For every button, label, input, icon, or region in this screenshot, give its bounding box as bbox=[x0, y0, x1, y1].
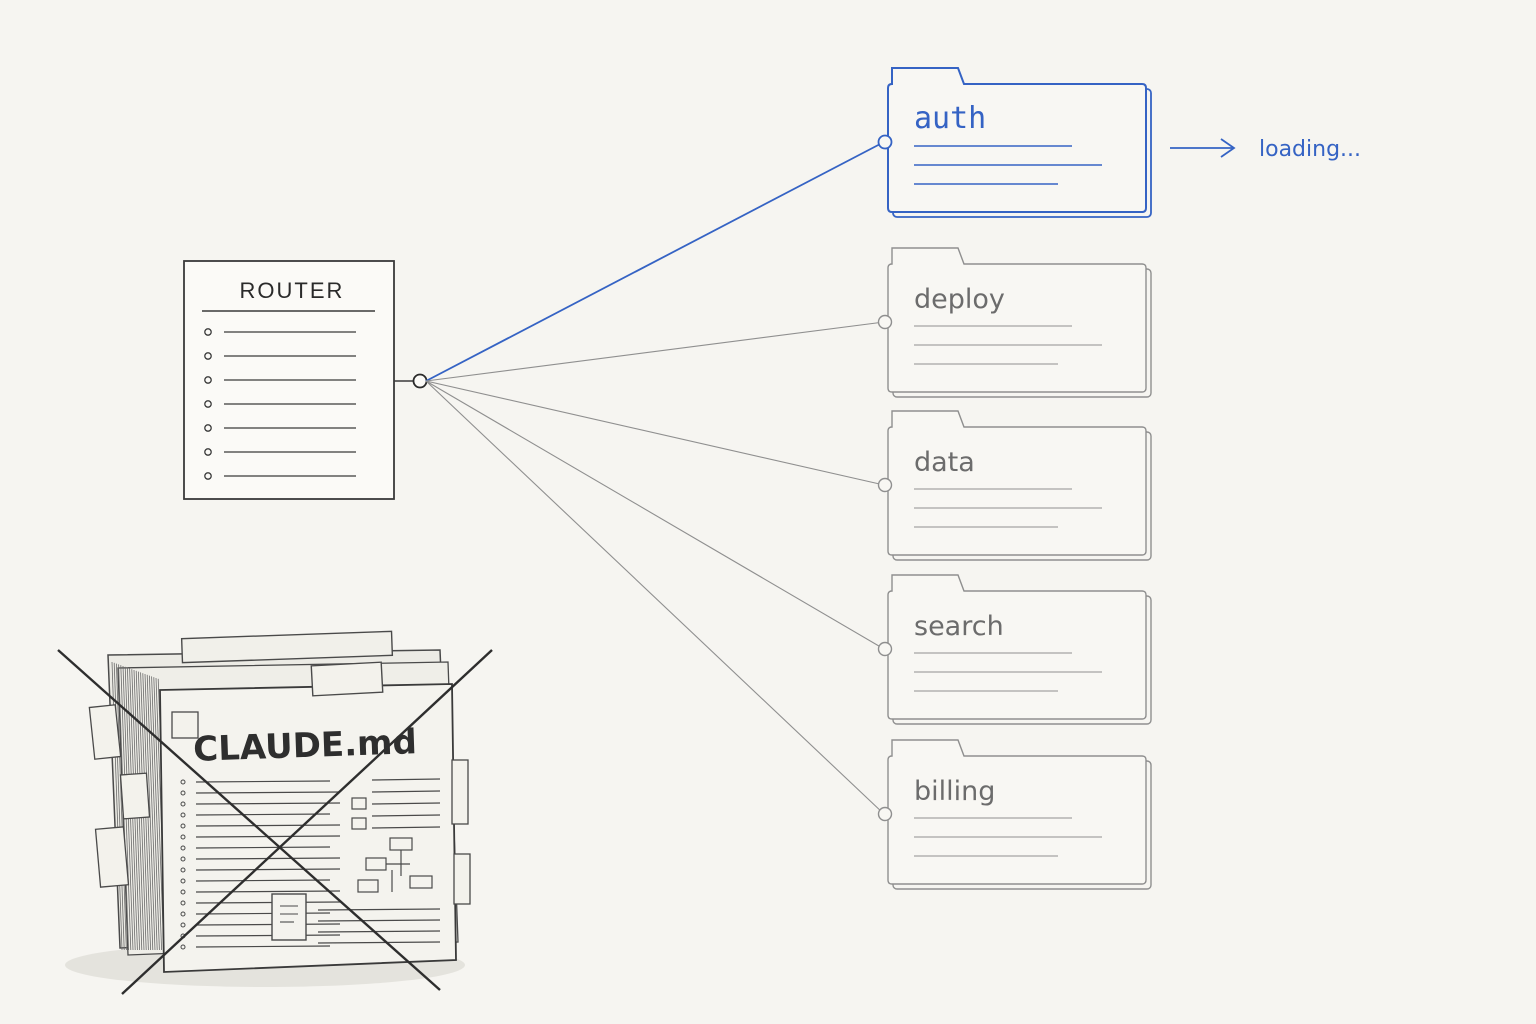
sticky-note-left-1 bbox=[88, 704, 122, 760]
sticky-note-small bbox=[171, 711, 199, 739]
status-indicator: loading... bbox=[1170, 137, 1361, 162]
module-folders: auth deploy data search billing bbox=[877, 67, 1152, 890]
monolith-bullet bbox=[180, 801, 186, 807]
connector-billing bbox=[425, 380, 885, 815]
router-output-port[interactable] bbox=[412, 373, 428, 389]
monolith-bullet bbox=[180, 779, 186, 785]
monolith-text-line bbox=[371, 778, 441, 781]
monolith-text-line bbox=[317, 908, 441, 911]
folder-label: billing bbox=[914, 776, 995, 807]
page-edge-line bbox=[144, 673, 156, 951]
page-edge-line bbox=[116, 663, 127, 951]
monolith-text-line bbox=[195, 846, 331, 849]
monolith-text-line bbox=[195, 813, 331, 816]
router-list-bullet bbox=[204, 376, 212, 384]
folder-billing[interactable]: billing bbox=[877, 739, 1152, 890]
folder-input-port[interactable] bbox=[877, 477, 893, 493]
monolith-top-tab bbox=[180, 630, 394, 664]
page-edge-line bbox=[149, 675, 160, 951]
monolith-bullet bbox=[180, 856, 186, 862]
folder-deploy[interactable]: deploy bbox=[877, 247, 1152, 398]
monolith-bullet bbox=[180, 900, 186, 906]
folder-icon bbox=[887, 410, 1147, 556]
monolith-title: CLAUDE.md bbox=[193, 722, 418, 770]
monolith-text-line bbox=[195, 879, 331, 882]
folder-icon bbox=[887, 67, 1147, 213]
monolith-bullet bbox=[180, 889, 186, 895]
router-title: ROUTER bbox=[240, 278, 345, 303]
monolith-bullet bbox=[180, 878, 186, 884]
monolith-text-line bbox=[371, 814, 441, 817]
cross-out-stroke-2 bbox=[121, 649, 493, 995]
router-list-bullet bbox=[204, 424, 212, 432]
router-list-bullet bbox=[204, 400, 212, 408]
folder-label: data bbox=[914, 447, 975, 478]
arrow-right-icon bbox=[1220, 138, 1236, 158]
folder-input-port[interactable] bbox=[877, 806, 893, 822]
monolith-text-line bbox=[317, 930, 441, 933]
folder-label: deploy bbox=[914, 284, 1005, 315]
folder-data[interactable]: data bbox=[877, 410, 1152, 561]
page-edge-line bbox=[151, 676, 162, 951]
folder-label: search bbox=[914, 611, 1004, 642]
sticky-note-right-2 bbox=[453, 853, 471, 905]
monolith-bullet bbox=[180, 922, 186, 928]
monolith-text-line bbox=[371, 790, 441, 793]
folder-input-port[interactable] bbox=[877, 641, 893, 657]
connector-data bbox=[425, 380, 885, 486]
monolith-text-line bbox=[195, 912, 331, 915]
router-list-bullet bbox=[204, 352, 212, 360]
folder-input-port[interactable] bbox=[877, 134, 893, 150]
monolith-text-line bbox=[195, 945, 331, 948]
document-icon bbox=[271, 893, 307, 941]
monolith-bullet bbox=[180, 790, 186, 796]
sticky-note-left-2 bbox=[119, 772, 151, 820]
monolith-text-line bbox=[371, 826, 441, 829]
folder-label: auth bbox=[914, 101, 986, 136]
status-text: loading... bbox=[1259, 137, 1361, 162]
connectors bbox=[425, 141, 885, 815]
monolith-bullet bbox=[180, 834, 186, 840]
folder-icon bbox=[887, 574, 1147, 720]
monolith-text-line bbox=[195, 780, 331, 783]
sticky-note-top bbox=[310, 661, 384, 697]
page-edge-line bbox=[146, 674, 158, 951]
router-list-bullet bbox=[204, 448, 212, 456]
folder-auth[interactable]: auth bbox=[877, 67, 1152, 218]
sticky-note-left-3 bbox=[94, 826, 130, 888]
folder-search[interactable]: search bbox=[877, 574, 1152, 725]
monolith-text-line bbox=[371, 802, 441, 805]
router-list-bullet bbox=[204, 328, 212, 336]
router-list bbox=[204, 328, 356, 480]
cross-out-stroke-1 bbox=[57, 649, 441, 991]
monolith-text-line bbox=[195, 868, 341, 871]
monolith-text-line bbox=[195, 824, 341, 827]
monolith-bullet bbox=[180, 823, 186, 829]
monolith-bullet bbox=[180, 812, 186, 818]
page-edge-line bbox=[153, 677, 165, 951]
monolith-text-line bbox=[195, 890, 341, 893]
monolith-bullet bbox=[180, 845, 186, 851]
folder-icon bbox=[887, 247, 1147, 393]
connector-search bbox=[425, 380, 885, 650]
sticky-note-right-1 bbox=[451, 759, 469, 825]
claude-md-monolith: CLAUDE.md bbox=[57, 630, 493, 995]
connector-deploy bbox=[425, 321, 885, 382]
monolith-text-line bbox=[195, 934, 341, 937]
router-document: ROUTER bbox=[183, 260, 428, 500]
connector-auth bbox=[425, 141, 885, 382]
monolith-mini-flowchart bbox=[351, 797, 433, 893]
monolith-text-line bbox=[317, 919, 441, 922]
monolith-bullet bbox=[180, 867, 186, 873]
monolith-text-line bbox=[317, 941, 441, 944]
folder-icon bbox=[887, 739, 1147, 885]
monolith-text-line bbox=[195, 802, 341, 805]
monolith-bullet bbox=[180, 911, 186, 917]
router-list-bullet bbox=[204, 472, 212, 480]
monolith-bullet bbox=[180, 944, 186, 950]
folder-input-port[interactable] bbox=[877, 314, 893, 330]
monolith-text-line bbox=[195, 923, 341, 926]
